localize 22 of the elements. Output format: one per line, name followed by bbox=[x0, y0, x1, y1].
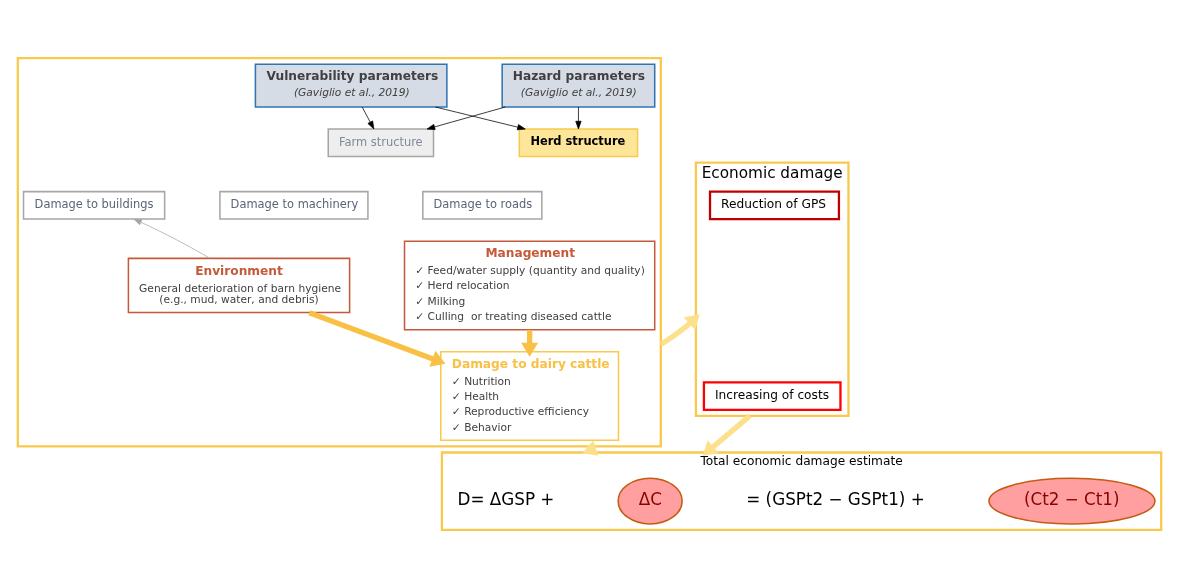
arrow bbox=[426, 106, 506, 130]
node-box: Environment General deterioration of barn hygiene (e.g., mud, water, and debris) bbox=[127, 257, 351, 313]
node-box: Damage to buildings bbox=[22, 190, 166, 220]
node-ellipse: (Ct2 − Ct1) bbox=[988, 477, 1156, 525]
arrow bbox=[361, 106, 375, 129]
arrow bbox=[575, 106, 582, 129]
arrow bbox=[659, 313, 700, 347]
node-box: Hazard parameters (Gaviglio et al., 2019) bbox=[501, 63, 656, 108]
arrow bbox=[435, 106, 526, 130]
node-box: Herd structure bbox=[518, 127, 639, 157]
node-box: Increasing of costs bbox=[702, 380, 842, 411]
node-box: Vulnerability parameters (Gaviglio et al., 2019) bbox=[254, 63, 448, 108]
node-box: Damage to machinery bbox=[219, 190, 369, 220]
arrow bbox=[133, 218, 211, 259]
node-box: Reduction of GPS bbox=[708, 190, 841, 220]
node-box: Management ✓ Feed/water supply (quantity and quality) ✓ Herd relocation ✓ Milking ✓ Culling or treating diseased cattle bbox=[403, 239, 656, 330]
node-ellipse: ΔC bbox=[617, 477, 683, 525]
node-box: Damage to dairy cattle ✓ Nutrition ✓ Health ✓ Reproductive efficiency ✓ Behavior bbox=[440, 350, 620, 441]
node-box: Farm structure bbox=[327, 127, 435, 157]
arrow bbox=[308, 309, 446, 367]
arrow bbox=[702, 413, 752, 456]
node-box: Damage to roads bbox=[422, 190, 543, 220]
